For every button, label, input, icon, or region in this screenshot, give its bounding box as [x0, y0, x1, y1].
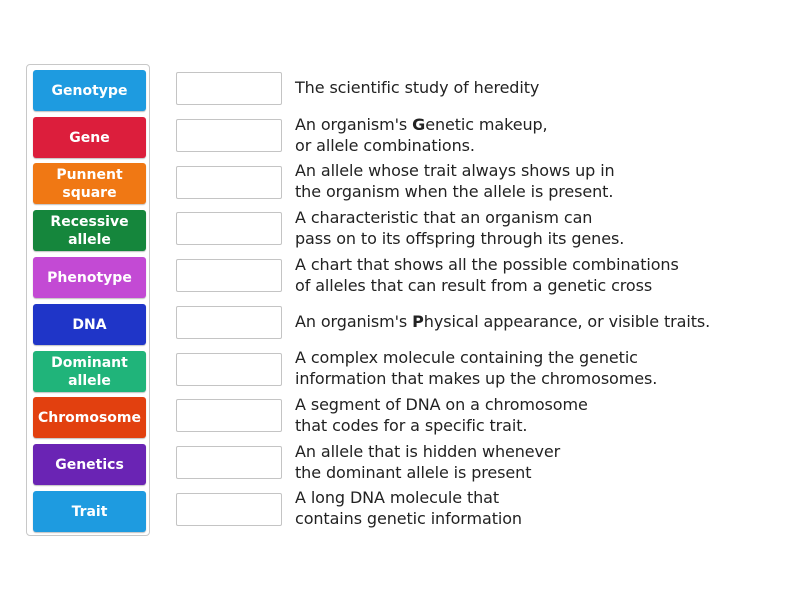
definition-7: A complex molecule containing the geneti… [295, 348, 658, 388]
definition-5: A chart that shows all the possible comb… [295, 255, 679, 295]
tile-dna[interactable]: DNA [33, 304, 146, 345]
tile-label: allele [68, 231, 111, 248]
definition-2: An organism's Genetic makeup,or allele c… [295, 115, 548, 155]
tile-label: Genotype [51, 82, 128, 99]
tile-label: DNA [72, 316, 107, 333]
drop-slot-9[interactable] [176, 446, 282, 479]
tile-genotype[interactable]: Genotype [33, 70, 146, 111]
tile-label: square [62, 184, 117, 201]
tile-trait[interactable]: Trait [33, 491, 146, 532]
drop-slot-7[interactable] [176, 353, 282, 386]
drop-slot-2[interactable] [176, 119, 282, 152]
drop-slot-6[interactable] [176, 306, 282, 339]
definition-6: An organism's Physical appearance, or vi… [295, 312, 711, 331]
tile-label: Phenotype [47, 269, 132, 286]
definition-3: An allele whose trait always shows up in… [295, 161, 615, 201]
tile-label: Punnent [56, 166, 123, 183]
tile-label: allele [68, 372, 111, 389]
tile-label: Chromosome [37, 409, 141, 426]
tile-label: Gene [69, 129, 110, 146]
tile-phenotype[interactable]: Phenotype [33, 257, 146, 298]
tile-label: Recessive [50, 213, 129, 230]
tile-genetics[interactable]: Genetics [33, 444, 146, 485]
drop-slot-4[interactable] [176, 212, 282, 245]
tile-gene[interactable]: Gene [33, 117, 146, 158]
drop-slot-5[interactable] [176, 259, 282, 292]
drop-slot-3[interactable] [176, 166, 282, 199]
drop-slot-8[interactable] [176, 399, 282, 432]
drop-slot-1[interactable] [176, 72, 282, 105]
definition-1: The scientific study of heredity [295, 78, 540, 97]
tile-label: Genetics [55, 456, 124, 473]
tile-label: Trait [71, 503, 108, 520]
tile-chromosome[interactable]: Chromosome [33, 397, 146, 438]
drop-slot-10[interactable] [176, 493, 282, 526]
tile-label: Dominant [51, 354, 128, 371]
